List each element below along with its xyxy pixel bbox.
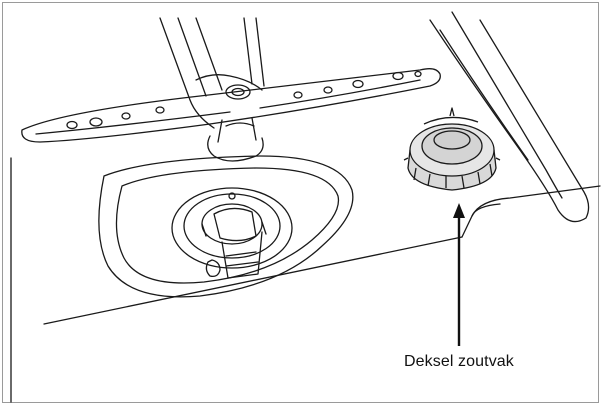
tub-floor-lines [10, 157, 601, 403]
callout-label: Deksel zoutvak [404, 353, 514, 370]
side-rail [429, 11, 590, 223]
spray-arm-column [159, 17, 265, 162]
illustration-frame [2, 2, 599, 403]
spray-arm-icon [21, 68, 441, 143]
salt-container-cap-icon [403, 107, 501, 191]
callout-arrow-icon [453, 203, 465, 346]
drain-filter-icon [98, 155, 354, 298]
